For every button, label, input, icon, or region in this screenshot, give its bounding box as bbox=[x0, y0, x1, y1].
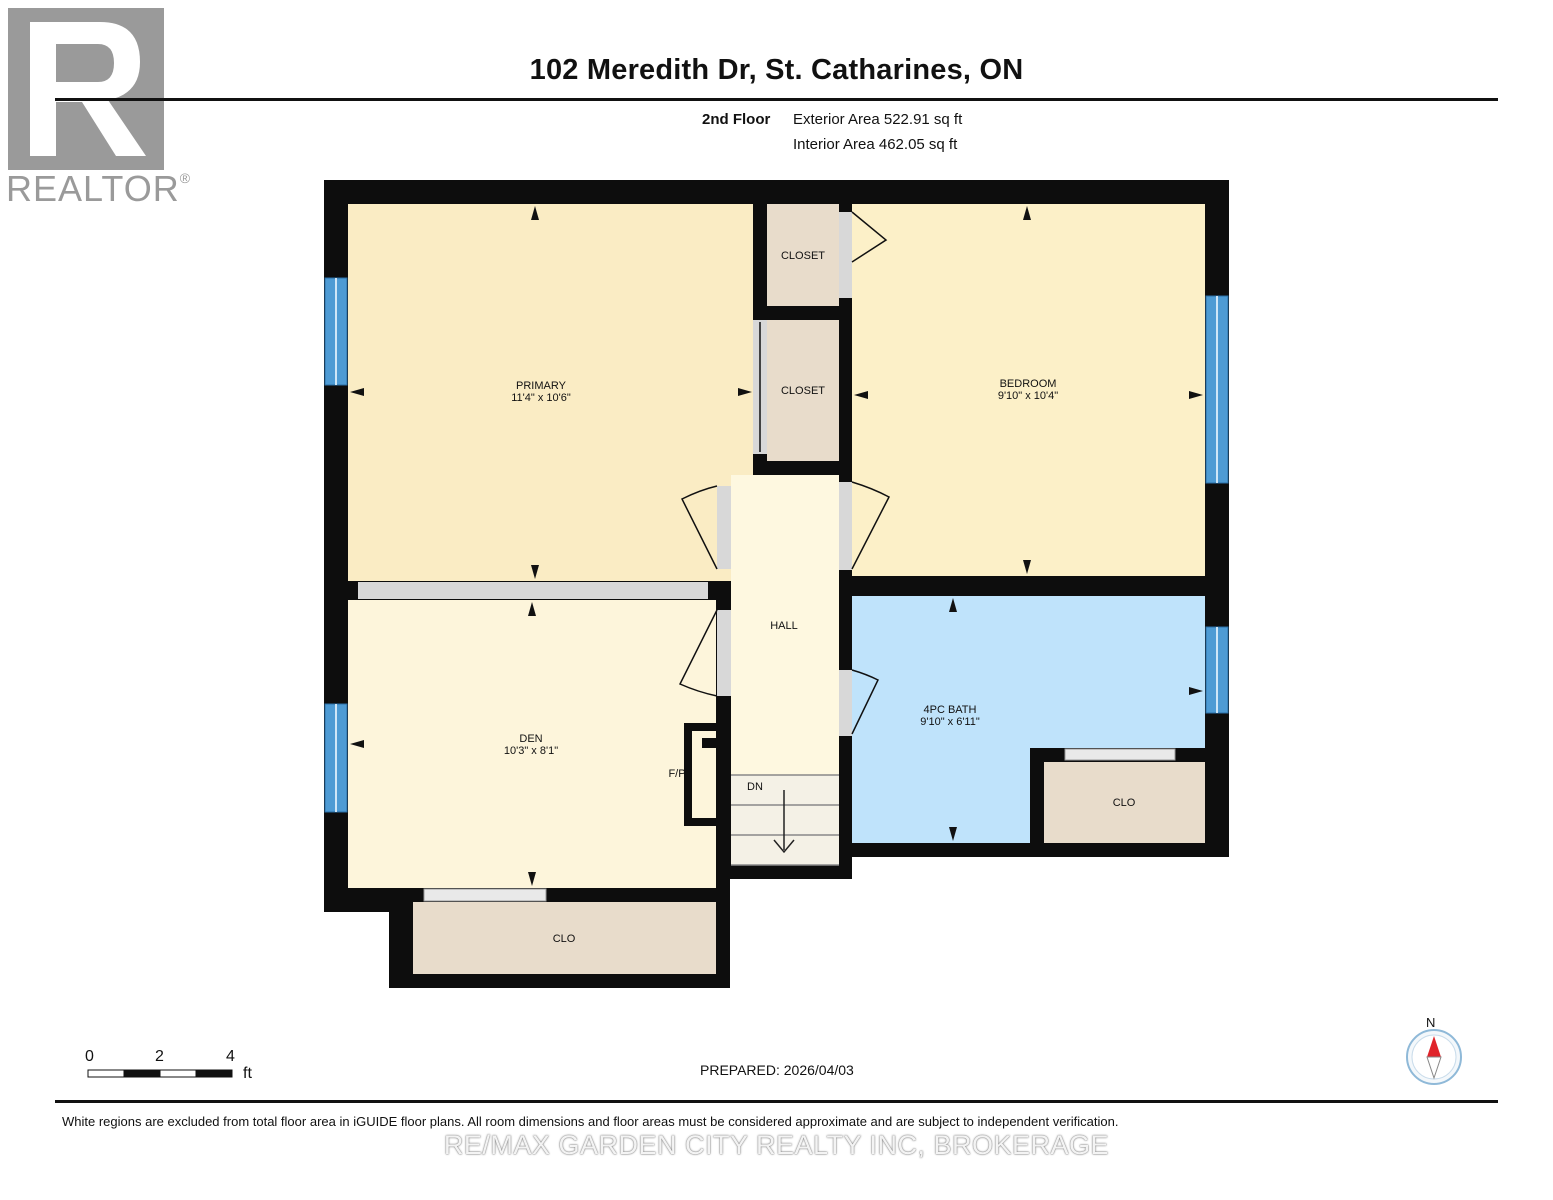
interior-area: Interior Area 462.05 sq ft bbox=[793, 136, 958, 153]
exterior-area: Exterior Area 522.91 sq ft bbox=[793, 111, 963, 128]
room-clo-bath bbox=[1044, 762, 1205, 843]
prepared-date: PREPARED: 2026/04/03 bbox=[700, 1062, 854, 1078]
scale-tick-0: 0 bbox=[85, 1048, 94, 1065]
dimension-arrows bbox=[350, 206, 1203, 886]
scale-tick-2: 2 bbox=[155, 1048, 164, 1065]
room-label-den: DEN bbox=[519, 733, 542, 745]
page-title: 102 Meredith Dr, St. Catharines, ON bbox=[529, 54, 1024, 86]
realtor-logo bbox=[8, 8, 164, 170]
room-label-bedroom: BEDROOM bbox=[1000, 378, 1057, 390]
footer-divider bbox=[55, 1100, 1498, 1103]
room-label-clo-bath: CLO bbox=[1113, 797, 1136, 809]
realtor-r-mark-icon bbox=[8, 8, 164, 170]
header-divider bbox=[55, 98, 1498, 101]
room-label-bath: 4PC BATH bbox=[924, 704, 977, 716]
compass-north-label: N bbox=[1426, 1015, 1436, 1030]
room-label-primary: PRIMARY bbox=[516, 380, 567, 392]
clo-bath-door bbox=[1064, 748, 1176, 761]
scale-bar bbox=[87, 1069, 233, 1078]
room-bedroom bbox=[852, 204, 1205, 576]
stair-arrow-icon bbox=[773, 790, 795, 854]
fireplace-label: F/P bbox=[668, 768, 685, 780]
realtor-wordmark-text: REALTOR bbox=[6, 168, 180, 209]
compass-icon bbox=[1406, 1029, 1462, 1085]
room-label-clo-den: CLO bbox=[553, 933, 576, 945]
room-dims-bedroom: 9'10" x 10'4" bbox=[998, 390, 1058, 402]
room-hall bbox=[731, 475, 839, 775]
room-dims-primary: 11'4" x 10'6" bbox=[511, 392, 571, 404]
room-clo-den bbox=[413, 902, 716, 974]
room-closet-top bbox=[767, 204, 839, 306]
room-primary bbox=[348, 204, 753, 581]
stairs-label: DN bbox=[747, 781, 763, 793]
scale-tick-4: 4 bbox=[226, 1048, 235, 1065]
room-dims-den: 10'3" x 8'1" bbox=[504, 745, 558, 757]
room-dims-bath: 9'10" x 6'11" bbox=[920, 716, 980, 728]
primary-den-opening bbox=[358, 582, 708, 599]
room-label-closet-top: CLOSET bbox=[781, 250, 825, 262]
room-closet-mid bbox=[767, 320, 839, 461]
doors bbox=[717, 212, 852, 736]
brokerage-watermark: RE/MAX GARDEN CITY REALTY INC, BROKERAGE bbox=[443, 1130, 1110, 1160]
clo-den-door bbox=[423, 888, 547, 902]
room-label-hall: HALL bbox=[770, 620, 798, 632]
floor-label: 2nd Floor bbox=[702, 111, 771, 128]
scale-unit: ft bbox=[243, 1065, 252, 1082]
fireplace bbox=[684, 723, 716, 826]
disclaimer-text: White regions are excluded from total fl… bbox=[62, 1114, 1119, 1129]
stair-treads bbox=[731, 774, 839, 866]
realtor-wordmark: REALTOR® bbox=[6, 168, 191, 210]
registered-mark: ® bbox=[179, 170, 192, 186]
room-den bbox=[348, 600, 716, 888]
room-label-closet-mid: CLOSET bbox=[781, 385, 825, 397]
